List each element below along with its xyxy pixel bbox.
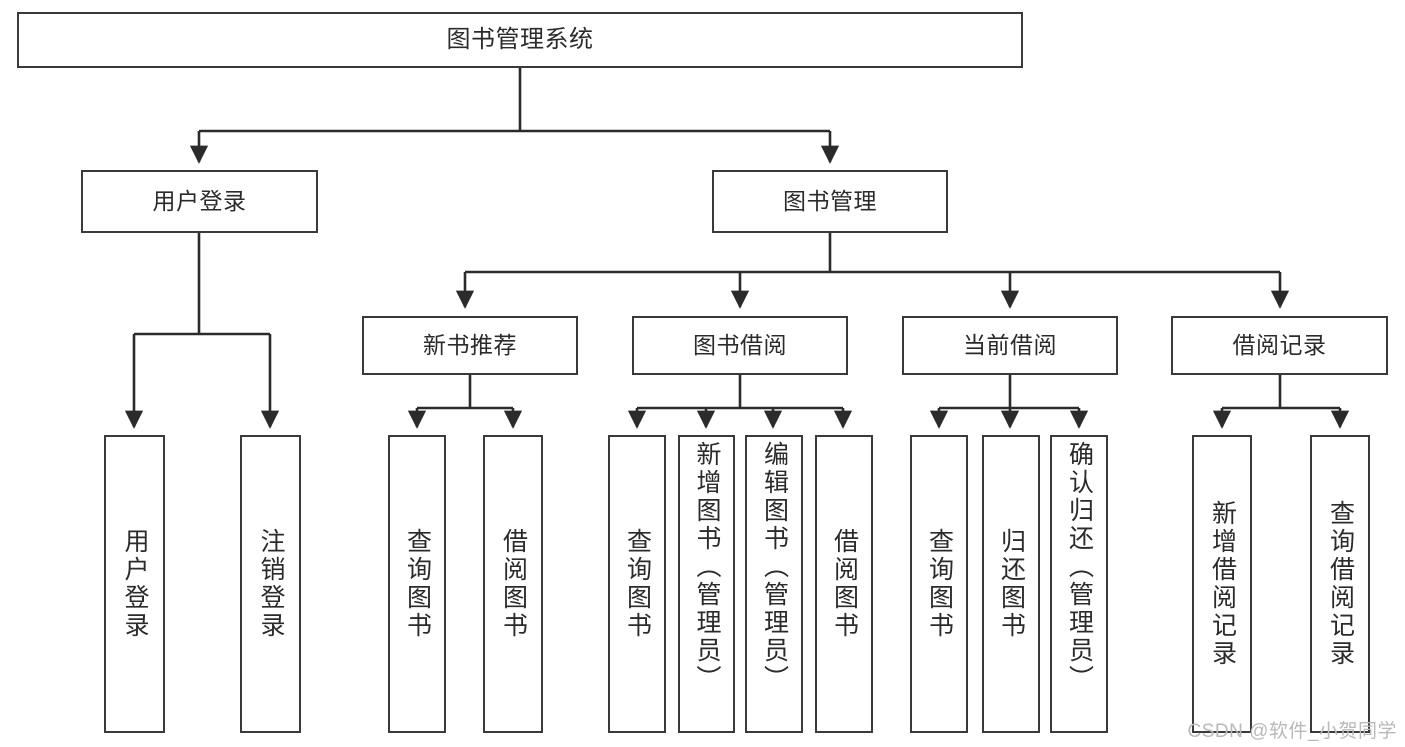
leaf-add-borrow-record[interactable]: 新增借阅记录 — [1192, 435, 1252, 733]
node-label: 查询借阅记录 — [1326, 500, 1355, 668]
node-label: 借阅图书 — [830, 528, 859, 640]
node-label: 图书借阅 — [693, 332, 787, 359]
leaf-query-borrow-record[interactable]: 查询借阅记录 — [1310, 435, 1370, 733]
node-new-book-recommendation[interactable]: 新书推荐 — [362, 316, 578, 375]
leaf-return-book[interactable]: 归还图书 — [982, 435, 1040, 733]
node-label: 新书推荐 — [423, 332, 517, 359]
node-label: 查询图书 — [925, 528, 954, 640]
leaf-confirm-return-admin[interactable]: 确认归还（管理员） — [1050, 435, 1108, 733]
node-book-borrowing[interactable]: 图书借阅 — [632, 316, 848, 375]
leaf-add-book-admin[interactable]: 新增图书（管理员） — [678, 435, 735, 733]
leaf-borrow-book-recommend[interactable]: 借阅图书 — [483, 435, 543, 733]
node-label: 编辑图书（管理员） — [760, 441, 789, 693]
node-label: 图书管理系统 — [446, 26, 594, 54]
leaf-borrow-book[interactable]: 借阅图书 — [815, 435, 873, 733]
node-label: 查询图书 — [403, 528, 432, 640]
node-label: 查询图书 — [623, 528, 652, 640]
watermark-text: CSDN @软件_小贺同学 — [1187, 721, 1397, 742]
node-label: 借阅图书 — [499, 528, 528, 640]
node-label: 新增图书（管理员） — [693, 441, 721, 693]
node-label: 用户登录 — [121, 528, 149, 640]
node-root-system[interactable]: 图书管理系统 — [17, 12, 1023, 68]
leaf-query-book-borrow[interactable]: 查询图书 — [608, 435, 666, 733]
node-user-login[interactable]: 用户登录 — [81, 170, 318, 233]
leaf-edit-book-admin[interactable]: 编辑图书（管理员） — [745, 435, 803, 733]
node-current-borrowing[interactable]: 当前借阅 — [902, 316, 1118, 375]
leaf-logout[interactable]: 注销登录 — [240, 435, 301, 733]
node-book-management[interactable]: 图书管理 — [712, 170, 948, 233]
node-label: 当前借阅 — [963, 332, 1057, 359]
node-label: 用户登录 — [152, 188, 247, 215]
node-label: 注销登录 — [257, 528, 285, 640]
node-borrowing-records[interactable]: 借阅记录 — [1171, 316, 1388, 375]
node-label: 借阅记录 — [1232, 332, 1327, 359]
leaf-query-book-recommend[interactable]: 查询图书 — [388, 435, 446, 733]
node-label: 新增借阅记录 — [1208, 500, 1237, 668]
node-label: 图书管理 — [783, 188, 877, 215]
leaf-query-book-current[interactable]: 查询图书 — [910, 435, 968, 733]
node-label: 归还图书 — [997, 528, 1026, 640]
node-label: 确认归还（管理员） — [1065, 441, 1094, 693]
leaf-user-login[interactable]: 用户登录 — [104, 435, 165, 733]
